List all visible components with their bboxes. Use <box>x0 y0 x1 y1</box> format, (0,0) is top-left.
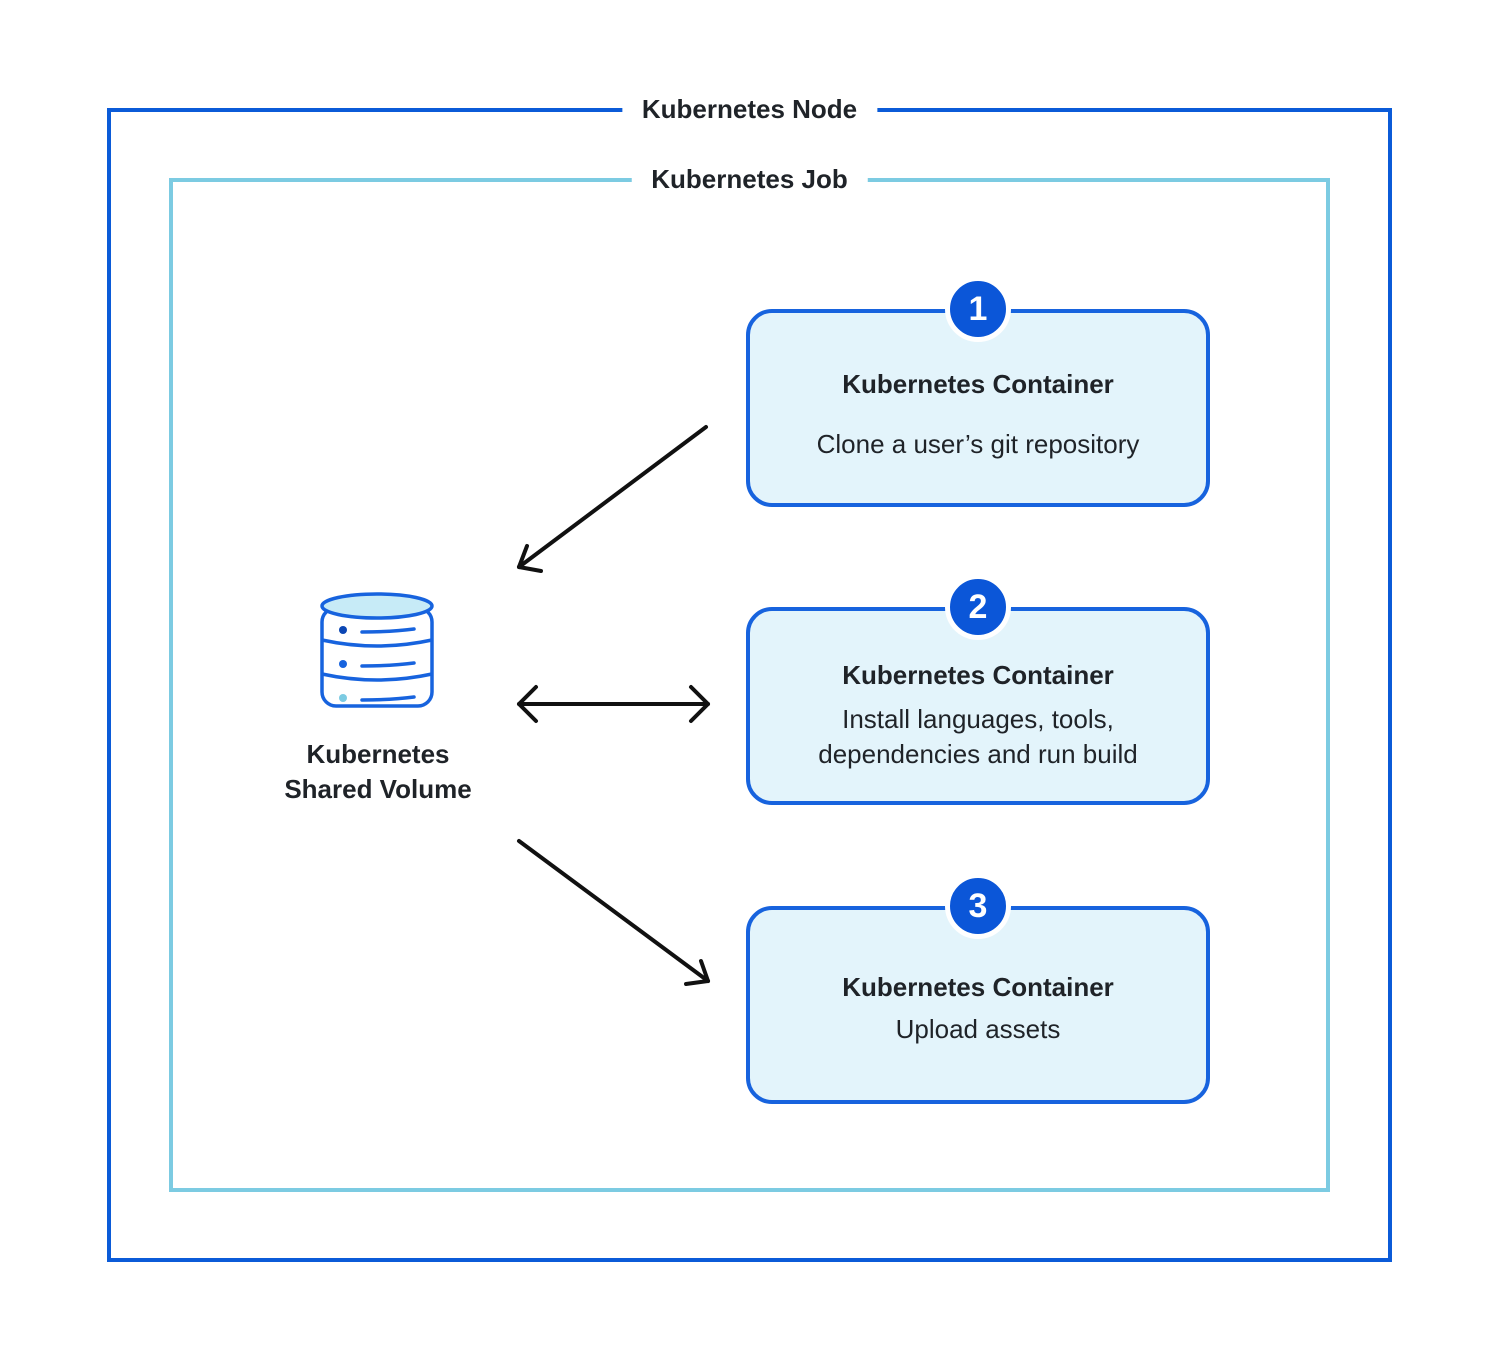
container-title: Kubernetes Container <box>842 972 1114 1002</box>
database-icon <box>320 592 434 708</box>
container-card-upload: 3 Kubernetes Container Upload assets <box>746 873 1210 1104</box>
container-card-clone: 1 Kubernetes Container Clone a user’s gi… <box>746 276 1210 507</box>
container-description: Upload assets <box>895 1014 1061 1044</box>
container-card-build: 2 Kubernetes Container Install languages… <box>746 574 1210 805</box>
kubernetes-job-frame: Kubernetes Job <box>169 163 1330 1192</box>
node-title: Kubernetes Node <box>621 93 878 125</box>
container-description: Clone a user’s git repository <box>816 429 1140 459</box>
kubernetes-node-frame: Kubernetes Node <box>107 93 1392 1262</box>
shared-volume-label: Kubernetes Shared Volume <box>284 739 472 804</box>
container-title: Kubernetes Container <box>842 660 1114 690</box>
step-badge-2: 2 <box>945 574 1011 640</box>
container-description: Install languages, tools, dependencies a… <box>818 704 1138 769</box>
container-title: Kubernetes Container <box>842 369 1114 399</box>
step-badge-1: 1 <box>945 276 1011 342</box>
step-badge-3: 3 <box>945 873 1011 939</box>
job-title: Kubernetes Job <box>631 163 868 195</box>
